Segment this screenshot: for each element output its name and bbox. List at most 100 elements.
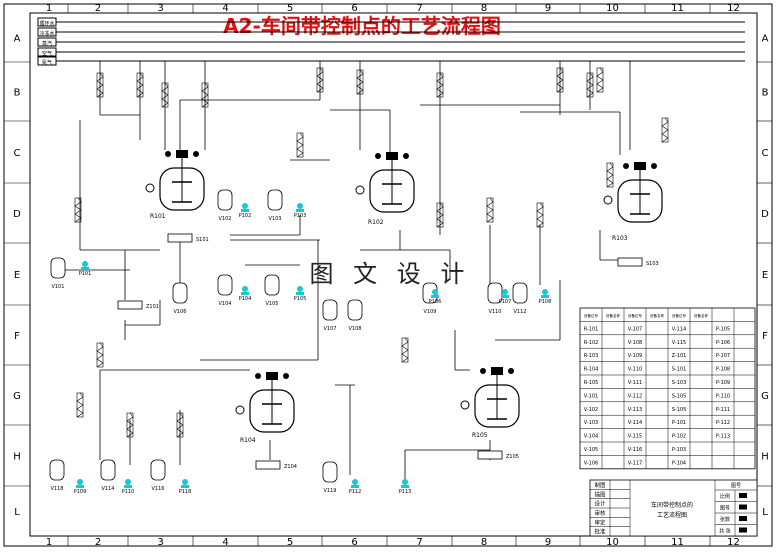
column-label-top: 4 <box>222 3 228 14</box>
title-block-right-label: 共 张 <box>719 528 731 535</box>
column-label-top: 9 <box>545 3 551 14</box>
drawing-name-line1: 车间带控制点的 <box>651 501 693 509</box>
table-cell: P-112 <box>716 420 730 426</box>
pump: P118 <box>179 479 192 495</box>
row-label-left: H <box>13 452 21 463</box>
column-label-bottom: 6 <box>351 537 357 548</box>
coil-exchanger <box>606 162 614 188</box>
drawing-name-line2: 工艺流程图 <box>657 511 687 519</box>
reactor: R101 <box>145 150 205 220</box>
column-label-top: 11 <box>671 3 684 14</box>
row-label-left: F <box>14 331 20 342</box>
column-label-bottom: 7 <box>416 537 422 548</box>
storage-vessel: V108 <box>347 299 363 332</box>
column-label-top: 6 <box>351 3 357 14</box>
table-header: 设备位号 <box>628 313 642 318</box>
column-label-bottom: 12 <box>727 537 740 548</box>
column-label-bottom: 9 <box>545 537 551 548</box>
vessel-label: V110 <box>489 309 502 315</box>
pump: P109 <box>74 479 86 495</box>
pump-label: P102 <box>239 213 252 219</box>
pump: P113 <box>399 479 412 495</box>
storage-vessel: V105 <box>264 274 280 307</box>
vessel-label: V118 <box>51 486 64 492</box>
table-cell: S-103 <box>672 380 687 386</box>
title-block-right-label: 图号 <box>731 483 741 489</box>
table-cell: V-108 <box>628 340 642 346</box>
pump: P101 <box>79 261 91 277</box>
coil-exchanger <box>201 82 209 108</box>
unit-label: Z101 <box>146 304 159 310</box>
row-label-left: G <box>13 391 21 402</box>
table-cell: P-106 <box>716 340 730 346</box>
column-label-bottom: 1 <box>46 537 52 548</box>
reactor-label: R105 <box>472 432 488 439</box>
table-cell: V-114 <box>628 420 642 426</box>
pump: P105 <box>294 286 307 302</box>
column-label-bottom: 3 <box>157 537 163 548</box>
watermark-text: 图 文 设 计 <box>310 260 471 288</box>
vessel-label: V112 <box>514 309 527 315</box>
column-label-top: 10 <box>606 3 619 14</box>
column-label-top: 5 <box>287 3 293 14</box>
column-label-bottom: 4 <box>222 537 228 548</box>
reactor: R103 <box>603 162 663 242</box>
table-cell: V-113 <box>628 407 642 413</box>
separator-unit: Z104 <box>255 460 297 470</box>
utility-label: 冷冻水 <box>39 30 54 37</box>
utility-label: 空气 <box>42 50 52 57</box>
table-cell: R-104 <box>584 367 599 373</box>
coil-exchanger <box>136 72 144 98</box>
storage-vessel: V116 <box>150 459 166 492</box>
table-cell: P-102 <box>672 434 686 440</box>
row-label-left: L <box>14 507 20 518</box>
drawing-frame <box>3 3 773 547</box>
unit-label: S101 <box>196 237 209 243</box>
table-header: 设备名称 <box>606 313 620 318</box>
row-label-left: A <box>14 34 21 45</box>
row-label-right: E <box>762 270 768 281</box>
column-label-bottom: 10 <box>606 537 619 548</box>
pump-label: P105 <box>294 296 307 302</box>
vessel-label: V101 <box>52 284 65 290</box>
table-cell: Z-101 <box>672 353 687 359</box>
coil-exchanger <box>556 67 564 93</box>
column-label-bottom: 2 <box>95 537 101 548</box>
title-block-right-label: 张数 <box>720 516 730 523</box>
storage-vessel: V102 <box>217 189 233 222</box>
table-cell: V-114 <box>672 326 686 332</box>
unit-label: S103 <box>646 261 659 267</box>
column-label-bottom: 5 <box>287 537 293 548</box>
pump: P106 <box>429 289 441 305</box>
coil-exchanger <box>76 392 84 418</box>
table-cell: S-101 <box>672 367 687 373</box>
pump: P104 <box>239 286 251 302</box>
table-cell: V-109 <box>628 353 642 359</box>
title-block-right-label: 图号 <box>720 506 730 512</box>
pump-label: P113 <box>399 489 412 495</box>
table-cell: P-103 <box>672 447 686 453</box>
pump-label: P118 <box>179 489 192 495</box>
coil-exchanger <box>296 132 304 158</box>
table-cell: V-110 <box>628 367 642 373</box>
table-header: 设备名称 <box>694 313 708 318</box>
table-cell: P-107 <box>716 353 730 359</box>
pump: P103 <box>294 203 306 219</box>
row-label-left: E <box>14 270 20 281</box>
coil-exchanger <box>486 197 494 223</box>
coil-exchanger <box>356 69 364 95</box>
row-label-right: D <box>761 209 769 220</box>
separator-unit: S101 <box>167 233 209 243</box>
pump-label: P110 <box>122 489 135 495</box>
title-block-label: 制图 <box>594 481 606 489</box>
pump-label: P107 <box>499 299 512 305</box>
table-cell: R-102 <box>584 340 599 346</box>
separator-unit: Z101 <box>117 300 159 310</box>
